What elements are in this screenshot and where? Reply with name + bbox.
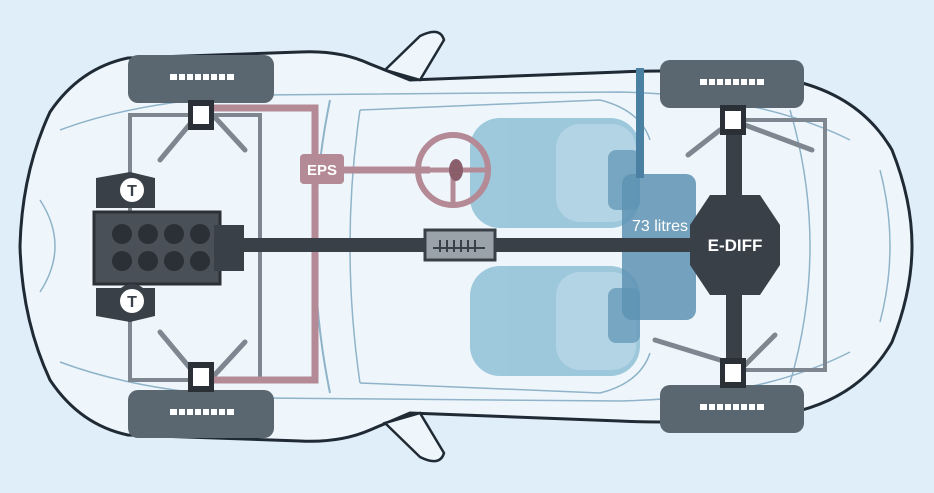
turbo-bottom-label: T — [127, 294, 137, 311]
engine — [92, 210, 244, 286]
e-diff — [690, 195, 780, 295]
turbo-top-label: T — [127, 183, 137, 200]
right-mirror — [382, 411, 446, 463]
drivetrain: E-DIFF 73 litres — [150, 90, 780, 400]
tank-label: 73 litres — [632, 218, 688, 235]
eps-label: EPS — [307, 162, 337, 179]
turbo-bottom: T — [96, 284, 155, 322]
left-mirror — [382, 30, 446, 82]
filler-pipe — [636, 68, 644, 178]
eps-box — [300, 154, 344, 184]
wheel-front-right — [128, 362, 274, 438]
wheel-rear-right — [660, 358, 804, 433]
wheel-front-left — [128, 55, 274, 130]
ediff-label: E-DIFF — [708, 236, 763, 255]
wheel-rear-left — [660, 60, 804, 135]
turbo-top: T — [96, 172, 155, 208]
